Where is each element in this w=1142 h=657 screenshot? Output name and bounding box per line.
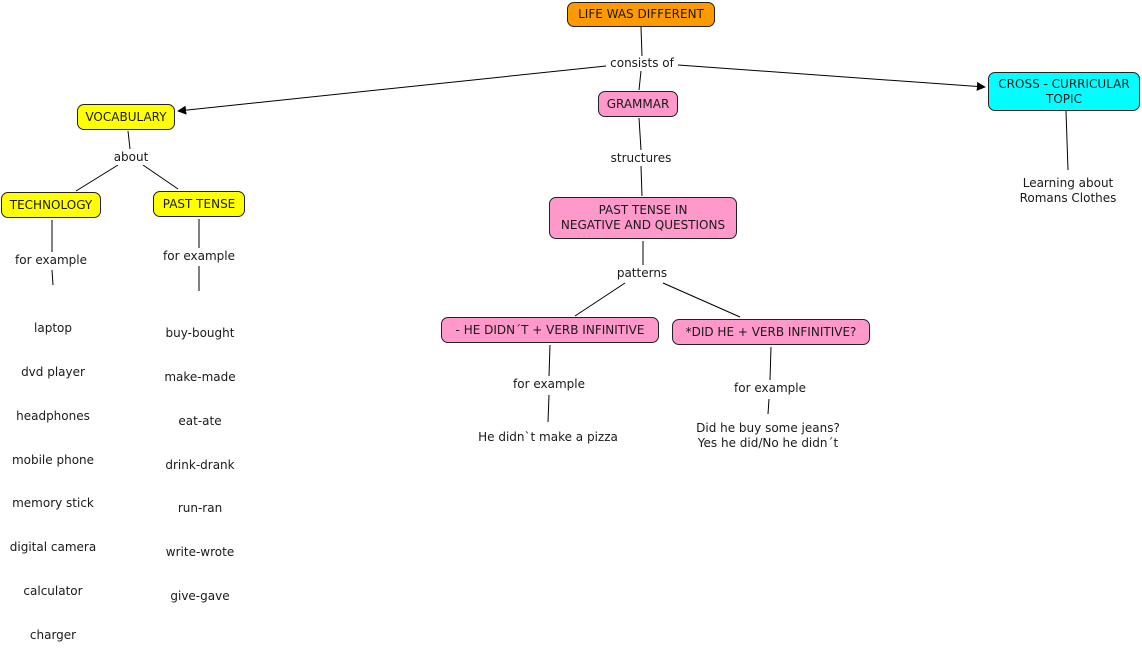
list-item: give-gave: [170, 588, 230, 603]
list-item: laptop: [34, 321, 72, 336]
link-for-example-negative: for example: [510, 377, 588, 392]
list-item: mobile phone: [11, 452, 95, 467]
connector-to-grammar: [638, 70, 642, 91]
connector-vocabulary-about: [127, 130, 131, 150]
connector-grammar-structures: [638, 117, 642, 151]
link-for-example-technology: for example: [12, 253, 90, 268]
connector-structures-pasttense: [640, 165, 643, 197]
connector-layer: [51, 26, 1069, 423]
past-tense-examples-list: buy-bought make-made eat-ate drink-drank…: [155, 297, 245, 618]
concept-cross-curricular[interactable]: CROSS - CURRICULAR TOPIC: [988, 72, 1140, 111]
connector-question-example: [769, 346, 772, 381]
list-item: make-made: [164, 369, 236, 384]
connector-root-consists: [640, 26, 643, 57]
connector-to-cross-curricular: [677, 64, 986, 91]
link-about: about: [110, 150, 152, 165]
connector-about-past-tense: [142, 164, 179, 190]
link-for-example-question: for example: [731, 381, 809, 396]
list-item: dvd player: [21, 364, 85, 379]
concept-question-pattern[interactable]: *DID HE + VERB INFINITIVE?: [672, 319, 870, 345]
link-for-example-past-tense: for example: [160, 249, 238, 264]
concept-negative-pattern[interactable]: - HE DIDN´T + VERB INFINITIVE: [441, 317, 659, 343]
list-item: write-wrote: [165, 545, 235, 560]
concept-past-tense[interactable]: PAST TENSE: [153, 191, 245, 217]
list-item: memory stick: [12, 496, 94, 511]
link-consists-of: consists of: [606, 56, 678, 71]
connector-negative-example: [548, 344, 551, 377]
list-item: run-ran: [177, 501, 223, 516]
concept-vocabulary[interactable]: VOCABULARY: [77, 104, 175, 130]
list-item: drink-drank: [165, 457, 235, 472]
list-item: buy-bought: [165, 326, 235, 341]
list-item: calculator: [23, 583, 83, 598]
concept-root[interactable]: LIFE WAS DIFFERENT: [567, 2, 715, 27]
link-structures: structures: [606, 151, 676, 166]
list-item: eat-ate: [178, 413, 222, 428]
concept-past-tense-negative-questions[interactable]: PAST TENSE IN NEGATIVE AND QUESTIONS: [549, 197, 737, 239]
connector-to-vocabulary: [177, 65, 607, 115]
link-patterns: patterns: [614, 266, 670, 281]
connector-example-question-text: [767, 398, 770, 415]
cross-curricular-example-text: Learning about Romans Clothes: [1019, 176, 1117, 205]
list-item: headphones: [16, 408, 90, 423]
negative-example-text: He didn`t make a pizza: [478, 430, 618, 444]
connector-about-technology: [75, 164, 119, 192]
concept-grammar[interactable]: GRAMMAR: [598, 91, 678, 117]
connector-example-technology-list: [51, 269, 54, 286]
question-example-text: Did he buy some jeans? Yes he did/No he …: [696, 421, 840, 450]
list-item: charger: [29, 627, 77, 642]
connector-patterns-question: [662, 282, 741, 318]
connector-cross-text: [1065, 110, 1069, 171]
concept-technology[interactable]: TECHNOLOGY: [1, 192, 101, 218]
connector-example-negative-text: [547, 394, 550, 423]
connector-patterns-negative: [574, 282, 626, 317]
list-item: digital camera: [9, 540, 97, 555]
technology-examples-list: laptop dvd player headphones mobile phon…: [5, 292, 101, 657]
